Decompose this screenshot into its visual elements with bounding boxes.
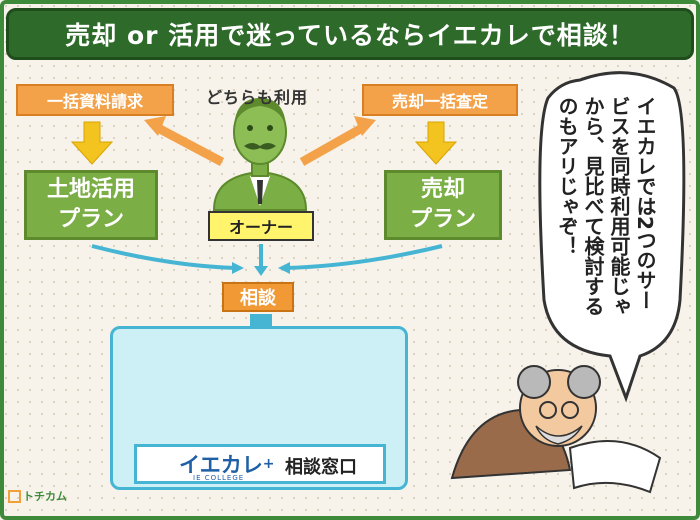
blue-arrow-left bbox=[91, 244, 237, 270]
down-arrow-left bbox=[70, 121, 114, 165]
arrow-to-left-shaft bbox=[155, 124, 225, 166]
usage-label: どちらも利用 bbox=[206, 88, 309, 107]
plan-line: 売却 bbox=[420, 177, 465, 202]
logo-mark-icon bbox=[8, 489, 21, 503]
site-logo: トチカム bbox=[8, 488, 67, 504]
brand-box: イエカレ + IE COLLEGE 相談窓口 bbox=[134, 444, 386, 484]
sale-plan-box: 売却 プラン bbox=[384, 170, 502, 240]
brand-plus: + bbox=[262, 456, 275, 472]
logo-text: トチカム bbox=[23, 490, 67, 503]
tag-bulk-materials: 一括資料請求 bbox=[16, 84, 174, 116]
brand-subtitle: IE COLLEGE bbox=[193, 474, 245, 482]
speech-bubble bbox=[538, 71, 686, 403]
blue-arrow-right bbox=[285, 244, 443, 270]
owner-person-icon bbox=[212, 98, 308, 211]
plan-line: プラン bbox=[57, 207, 124, 232]
owner-label: オーナー bbox=[208, 211, 314, 241]
land-use-plan-box: 土地活用 プラン bbox=[24, 170, 158, 240]
open-book-icon bbox=[568, 439, 662, 494]
brand-name: イエカレ bbox=[179, 453, 263, 477]
plan-line: プラン bbox=[409, 207, 476, 232]
title-banner: 売却 or 活用で迷っているならイエカレで相談！ bbox=[6, 8, 694, 60]
arrow-to-right-shaft bbox=[299, 124, 365, 166]
consult-label: 相談 bbox=[222, 282, 294, 312]
consultation-desk-label: 相談窓口 bbox=[285, 457, 357, 478]
arrow-to-right-head bbox=[354, 116, 376, 136]
page-title: 売却 or 活用で迷っているならイエカレで相談！ bbox=[65, 21, 635, 50]
old-man-illustration bbox=[450, 365, 662, 494]
down-arrow-right bbox=[414, 121, 458, 165]
plan-line: 土地活用 bbox=[46, 177, 135, 202]
arrow-to-left-head bbox=[144, 116, 166, 136]
speech-bubble-text: イエカレでは2つのサービスを同時利用可能じゃから、見比べて検討するのもアリじゃぞ… bbox=[555, 96, 657, 316]
tag-bulk-appraisal: 売却一括査定 bbox=[362, 84, 518, 116]
